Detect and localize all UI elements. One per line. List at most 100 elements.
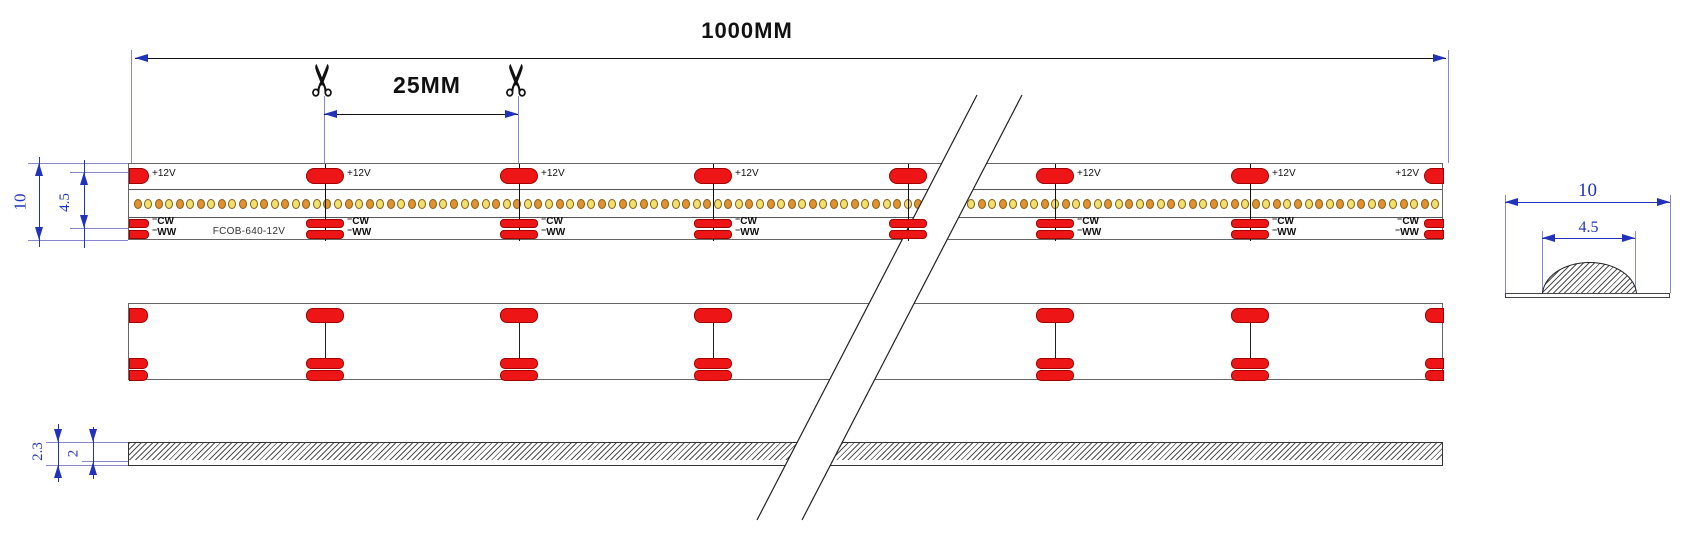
pad-label: ⁻CW	[1272, 216, 1294, 227]
led-dot	[1272, 199, 1281, 209]
dim-line-overall	[135, 58, 1446, 59]
ext-line	[28, 163, 128, 164]
led-dot	[323, 199, 332, 209]
pcb-base	[1505, 293, 1670, 298]
dim-line-dome-width	[1542, 238, 1635, 239]
led-dot	[977, 199, 986, 209]
led-dot	[1304, 199, 1313, 209]
led-dot	[713, 199, 722, 209]
led-dot	[798, 199, 807, 209]
led-dot	[481, 199, 490, 209]
dim-line-section-width	[1505, 202, 1670, 203]
ext-line	[1635, 231, 1636, 293]
led-dot	[1209, 199, 1218, 209]
pad-label: ⁻WW	[152, 227, 177, 238]
led-dot	[1177, 199, 1186, 209]
cut-line	[1055, 164, 1056, 241]
led-dot	[260, 199, 269, 209]
pad-label: ⁻CW	[1077, 216, 1099, 227]
solder-pad	[1425, 358, 1444, 369]
dim-line-pcb-thickness	[93, 427, 94, 479]
dim-label-section-width: 10	[1578, 180, 1597, 201]
led-dot	[1083, 199, 1091, 209]
solder-pad	[1036, 358, 1074, 369]
led-dot	[988, 199, 997, 209]
pad-label: +12V	[541, 168, 565, 179]
led-dot	[819, 199, 828, 209]
pad-label: +12V	[1272, 168, 1296, 179]
arrow-left-icon	[135, 54, 148, 62]
ext-line-cut-right	[518, 96, 519, 163]
led-dot	[956, 199, 965, 209]
solder-pad	[500, 370, 538, 381]
led-dot	[850, 199, 859, 209]
led-dot	[1167, 199, 1176, 209]
led-dot	[534, 199, 543, 209]
pad-label: ⁻CW	[735, 216, 757, 227]
led-dot	[998, 199, 1007, 209]
pad-label: +12V	[347, 168, 371, 179]
solder-pad	[306, 370, 344, 381]
led-dot	[291, 199, 300, 209]
led-dot	[460, 199, 469, 209]
solder-pad	[306, 230, 344, 239]
pad-stem	[1055, 323, 1056, 358]
solder-pad	[1036, 219, 1074, 228]
led-dot	[1061, 199, 1070, 209]
solder-pad	[306, 168, 344, 184]
pad-label: +12V	[1077, 168, 1101, 179]
pad-label: +12V	[735, 168, 759, 179]
led-dot	[1325, 199, 1334, 209]
solder-pad	[1036, 230, 1074, 239]
led-dot	[1072, 199, 1081, 209]
dim-label-cut-spacing: 25MM	[393, 72, 461, 98]
led-dot	[861, 199, 870, 209]
led-dot	[175, 199, 184, 209]
solder-pad	[1231, 358, 1269, 369]
pad-label: ⁻CW	[347, 216, 369, 227]
led-dot	[471, 199, 480, 209]
solder-pad	[129, 168, 149, 184]
strip-top-view: FCOB-640-12V +12V⁻CW⁻WW+12V⁻CW⁻WW+12V⁻CW…	[128, 163, 1444, 241]
arrow-right-icon	[1657, 198, 1670, 206]
led-dot	[365, 199, 374, 209]
led-dot	[523, 199, 532, 209]
strip-side-view	[128, 442, 1443, 466]
led-dot	[787, 199, 796, 209]
led-dot	[924, 199, 933, 209]
led-dot	[1399, 199, 1408, 209]
solder-pad	[129, 370, 148, 381]
led-dot	[1135, 199, 1144, 209]
led-dot	[893, 199, 902, 209]
ext-line	[46, 465, 128, 466]
led-dot	[333, 199, 342, 209]
arrow-right-icon	[1433, 54, 1446, 62]
led-dot	[650, 199, 659, 209]
led-dot	[1315, 199, 1324, 209]
solder-pad	[500, 230, 538, 239]
led-dot	[608, 199, 617, 209]
arrow-down-icon	[89, 429, 97, 442]
arrow-down-icon	[80, 215, 88, 228]
led-dot	[228, 199, 237, 209]
dim-line-phosphor-width	[84, 160, 85, 248]
led-dot	[133, 199, 142, 209]
dim-label-overall: 1000MM	[701, 18, 793, 43]
model-label: FCOB-640-12V	[212, 226, 286, 237]
led-dot	[154, 199, 163, 209]
led-dot	[639, 199, 648, 209]
led-dot	[1030, 199, 1039, 209]
led-dot	[661, 199, 669, 209]
ext-line	[70, 228, 128, 229]
solder-pad	[1424, 168, 1444, 184]
dim-line-total-thickness	[58, 424, 59, 482]
pad-label: ⁻CW	[152, 216, 174, 227]
pad-label: ⁻CW	[541, 216, 563, 227]
pad-label: ⁻WW	[541, 227, 566, 238]
dim-label-pcb-thickness: 2	[65, 449, 82, 458]
led-dot	[597, 199, 606, 209]
led-dot	[1125, 199, 1134, 209]
led-dot	[692, 199, 701, 209]
led-dot	[217, 199, 226, 209]
ext-line	[1542, 231, 1543, 293]
